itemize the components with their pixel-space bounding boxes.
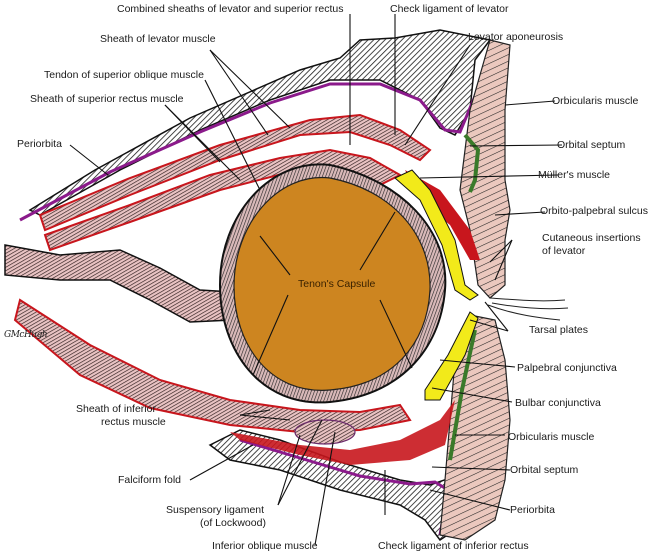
eyelashes — [487, 297, 569, 321]
label-bulbar-conjunctiva: Bulbar conjunctiva — [515, 397, 601, 409]
superior-rectus-muscle — [43, 148, 403, 252]
upper-lid-skin — [459, 39, 511, 299]
lower-lid-skin — [439, 314, 511, 541]
globe — [233, 176, 431, 391]
label-inferior-oblique: Inferior oblique muscle — [212, 540, 318, 552]
label-sheath-inferior-1: Sheath of inferior — [76, 403, 156, 415]
label-orbicularis-top: Orbicularis muscle — [552, 95, 639, 107]
label-tenons-capsule: Tenon's Capsule — [298, 278, 376, 290]
label-muller-muscle: Müller's muscle — [538, 169, 611, 181]
optic-nerve — [4, 244, 233, 323]
periorbita-upper-line — [19, 59, 492, 222]
label-sheath-superior-rectus: Sheath of superior rectus muscle — [30, 93, 184, 105]
label-combined-sheaths: Combined sheaths of levator and superior… — [117, 3, 344, 15]
label-check-ligament-levator: Check ligament of levator — [390, 3, 509, 15]
label-suspensory-ligament-1: Suspensory ligament — [166, 504, 265, 516]
label-orbicularis-bottom: Orbicularis muscle — [508, 431, 595, 443]
label-check-ligament-inferior: Check ligament of inferior rectus — [378, 540, 529, 552]
label-levator-aponeurosis: Levator aponeurosis — [468, 31, 564, 43]
inferior-oblique-muscle — [294, 419, 356, 445]
levator-muscle — [38, 113, 432, 232]
label-cutaneous-insertions-1: Cutaneous insertions — [542, 232, 641, 244]
inferior-rectus-muscle — [13, 298, 412, 434]
label-periorbita-top: Periorbita — [17, 138, 62, 150]
artist-signature: GMcHugh — [4, 330, 48, 340]
conjunctiva-upper — [394, 169, 479, 301]
label-periorbita-bottom: Periorbita — [510, 504, 555, 516]
leader-lines — [69, 14, 563, 546]
label-orbital-septum-top: Orbital septum — [557, 139, 626, 151]
label-orbital-septum-bottom: Orbital septum — [510, 464, 579, 476]
label-orbito-palpebral-sulcus: Orbito-palpebral sulcus — [540, 205, 648, 217]
label-falciform-fold: Falciform fold — [118, 474, 182, 486]
label-tarsal-plates: Tarsal plates — [529, 324, 588, 336]
label-sheath-inferior-2: rectus muscle — [101, 416, 166, 428]
orbital-septum-upper — [463, 133, 481, 193]
inferior-red-sheath — [230, 400, 455, 465]
orbital-septum-lower — [448, 329, 477, 461]
label-cutaneous-insertions-2: of levator — [542, 245, 586, 257]
label-suspensory-ligament-2: (of Lockwood) — [200, 517, 266, 529]
label-palpebral-conjunctiva: Palpebral conjunctiva — [517, 362, 617, 374]
label-tendon-superior-oblique: Tendon of superior oblique muscle — [44, 69, 204, 81]
label-sheath-levator: Sheath of levator muscle — [100, 33, 216, 45]
